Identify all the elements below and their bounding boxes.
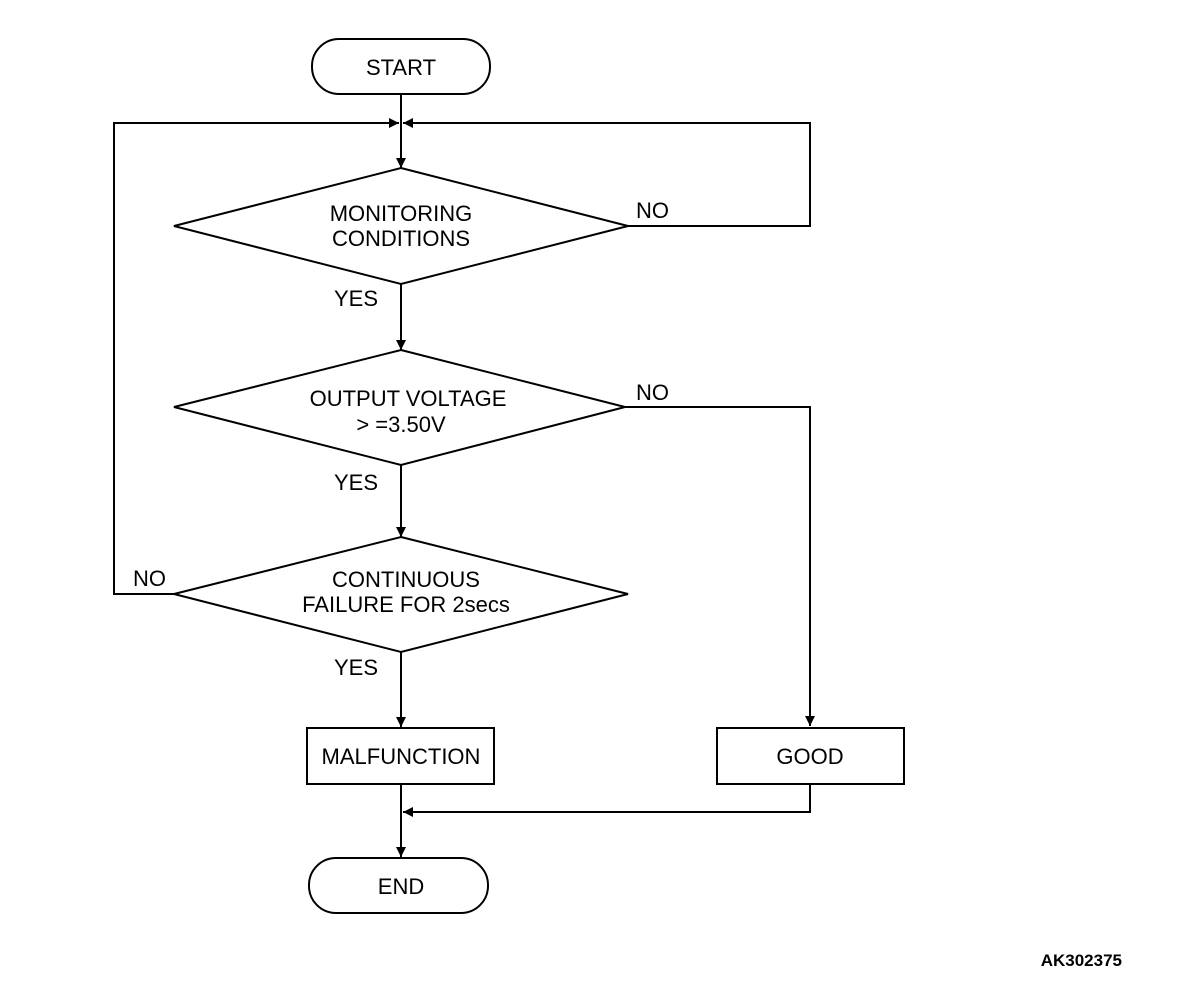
continuous-no-label: NO xyxy=(133,566,166,591)
end-terminal: END xyxy=(308,857,489,914)
edge-monitoring-no-loop xyxy=(403,118,811,227)
monitoring-no-label: NO xyxy=(636,198,669,223)
edge-continuous-no-loop xyxy=(113,118,399,595)
malfunction-label: MALFUNCTION xyxy=(322,744,481,769)
voltage-no-label: NO xyxy=(636,380,669,405)
voltage-label-line1: OUTPUT VOLTAGE xyxy=(310,386,507,411)
voltage-yes-label: YES xyxy=(334,470,378,495)
connectors xyxy=(113,94,815,857)
continuous-failure-decision: CONTINUOUS FAILURE FOR 2secs xyxy=(173,535,629,654)
figure-code: AK302375 xyxy=(1041,951,1122,970)
monitoring-label-line2: CONDITIONS xyxy=(332,226,470,251)
voltage-label-line2: > =3.50V xyxy=(356,412,446,437)
start-label: START xyxy=(366,55,436,80)
edge-good-to-end xyxy=(403,784,811,817)
monitoring-label-line1: MONITORING xyxy=(330,201,473,226)
continuous-label-line2: FAILURE FOR 2secs xyxy=(302,592,510,617)
edge-voltage-no-to-good xyxy=(625,406,815,726)
end-label: END xyxy=(378,874,424,899)
start-terminal: START xyxy=(311,38,491,95)
good-box: GOOD xyxy=(716,727,905,785)
monitoring-yes-label: YES xyxy=(334,286,378,311)
malfunction-box: MALFUNCTION xyxy=(306,727,495,785)
continuous-label-line1: CONTINUOUS xyxy=(332,567,480,592)
good-label: GOOD xyxy=(776,744,843,769)
continuous-yes-label: YES xyxy=(334,655,378,680)
output-voltage-decision: OUTPUT VOLTAGE > =3.50V xyxy=(173,348,626,467)
monitoring-conditions-decision: MONITORING CONDITIONS xyxy=(173,166,629,286)
